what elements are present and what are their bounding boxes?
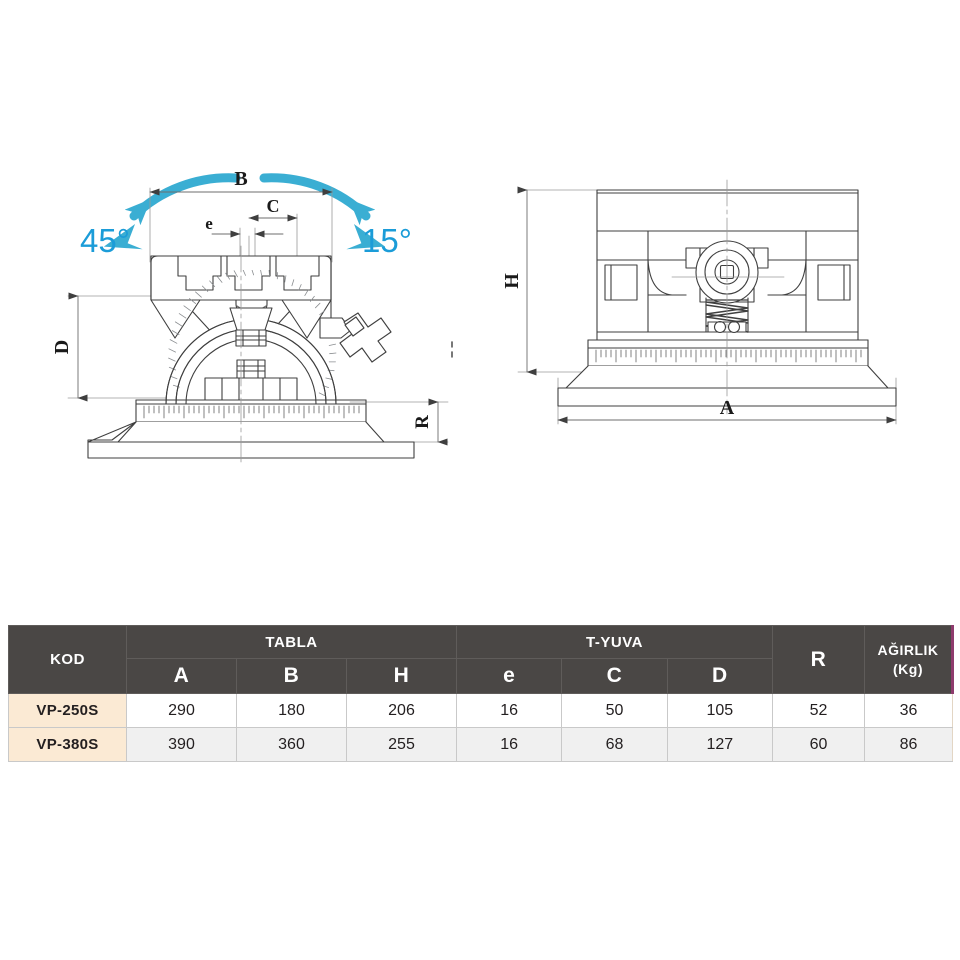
- header-col-h: H: [346, 658, 457, 694]
- dim-label-c: C: [267, 196, 280, 216]
- vise-specifications-table: KOD TABLA T-YUVA R AĞIRLIK (Kg) A B H e …: [8, 625, 954, 762]
- cell-b: 360: [236, 727, 347, 762]
- cell-code: VP-380S: [8, 727, 127, 762]
- cell-agirlik: 36: [864, 693, 953, 728]
- cell-e: 16: [455, 693, 563, 728]
- vise-inner-structure: [647, 230, 807, 333]
- drawings-svg: 45° 15° B C e D R H A: [51, 168, 897, 467]
- table-row: VP-250S 290 180 206 16 50 105 52 36: [8, 693, 953, 728]
- cell-d: 105: [666, 693, 774, 728]
- side-pockets: [604, 264, 851, 301]
- upper-clamp-nut: [229, 307, 273, 347]
- dim-label-b: B: [234, 168, 247, 190]
- table-header: KOD TABLA T-YUVA R AĞIRLIK (Kg) A B H e …: [8, 625, 954, 694]
- header-group-tabla: TABLA: [126, 625, 457, 659]
- cell-code: VP-250S: [8, 693, 127, 728]
- lower-block: [204, 377, 298, 401]
- angle-arrow-left-head: [103, 224, 143, 250]
- cell-d: 127: [666, 727, 774, 762]
- angle-label-45: 45°: [80, 222, 130, 259]
- header-col-d: D: [666, 658, 774, 694]
- table-header-row-groups: KOD TABLA T-YUVA R AĞIRLIK (Kg): [8, 625, 954, 694]
- dim-label-e: e: [205, 214, 213, 233]
- header-col-a: A: [126, 658, 237, 694]
- table-header-row-sub: A B H e C D: [9, 658, 953, 694]
- header-col-e: e: [455, 658, 563, 694]
- bottom-flange: [87, 421, 415, 459]
- cell-r: 60: [772, 727, 865, 762]
- crank-handle: [319, 299, 392, 363]
- cell-c: 68: [561, 727, 668, 762]
- header-col-b: B: [236, 658, 347, 694]
- right-view-group: [517, 179, 897, 425]
- cell-b: 180: [236, 693, 347, 728]
- cell-a: 290: [126, 693, 237, 728]
- dim-label-d: D: [51, 340, 73, 354]
- angle-label-15: 15°: [362, 222, 412, 259]
- cell-r: 52: [772, 693, 865, 728]
- table-row: VP-380S 390 360 255 16 68 127 60 86: [8, 727, 953, 762]
- table-body: VP-250S 290 180 206 16 50 105 52 36 VP-3…: [8, 693, 953, 762]
- cell-agirlik: 86: [864, 727, 953, 762]
- rotary-scale-band: [587, 339, 869, 367]
- cell-h: 206: [346, 693, 457, 728]
- header-kod: KOD: [8, 625, 127, 694]
- dim-label-a: A: [720, 397, 735, 419]
- dim-label-r: R: [412, 415, 433, 429]
- header-agirlik: AĞIRLIK (Kg): [864, 625, 954, 694]
- specifications-table-wrap: KOD TABLA T-YUVA R AĞIRLIK (Kg) A B H e …: [8, 625, 954, 762]
- cell-a: 390: [126, 727, 237, 762]
- header-group-tyuva: T-YUVA: [456, 625, 773, 659]
- header-agirlik-line2: (Kg): [893, 660, 923, 677]
- header-col-c: C: [561, 658, 668, 694]
- cell-e: 16: [455, 727, 563, 762]
- cell-c: 50: [561, 693, 668, 728]
- header-r: R: [772, 625, 865, 694]
- technical-drawing-area: 45° 15° B C e D R H A: [51, 168, 897, 467]
- angle-arrow-right-head: [346, 224, 386, 250]
- left-view-group: [67, 173, 453, 467]
- angle-arrow-right: [259, 173, 376, 226]
- cell-h: 255: [346, 727, 457, 762]
- base-graduations: [143, 405, 360, 419]
- spring-base-nut: [707, 320, 747, 334]
- dim-label-h: H: [501, 273, 523, 289]
- angle-arrow-left: [124, 173, 241, 226]
- header-agirlik-line1: AĞIRLIK: [877, 641, 939, 658]
